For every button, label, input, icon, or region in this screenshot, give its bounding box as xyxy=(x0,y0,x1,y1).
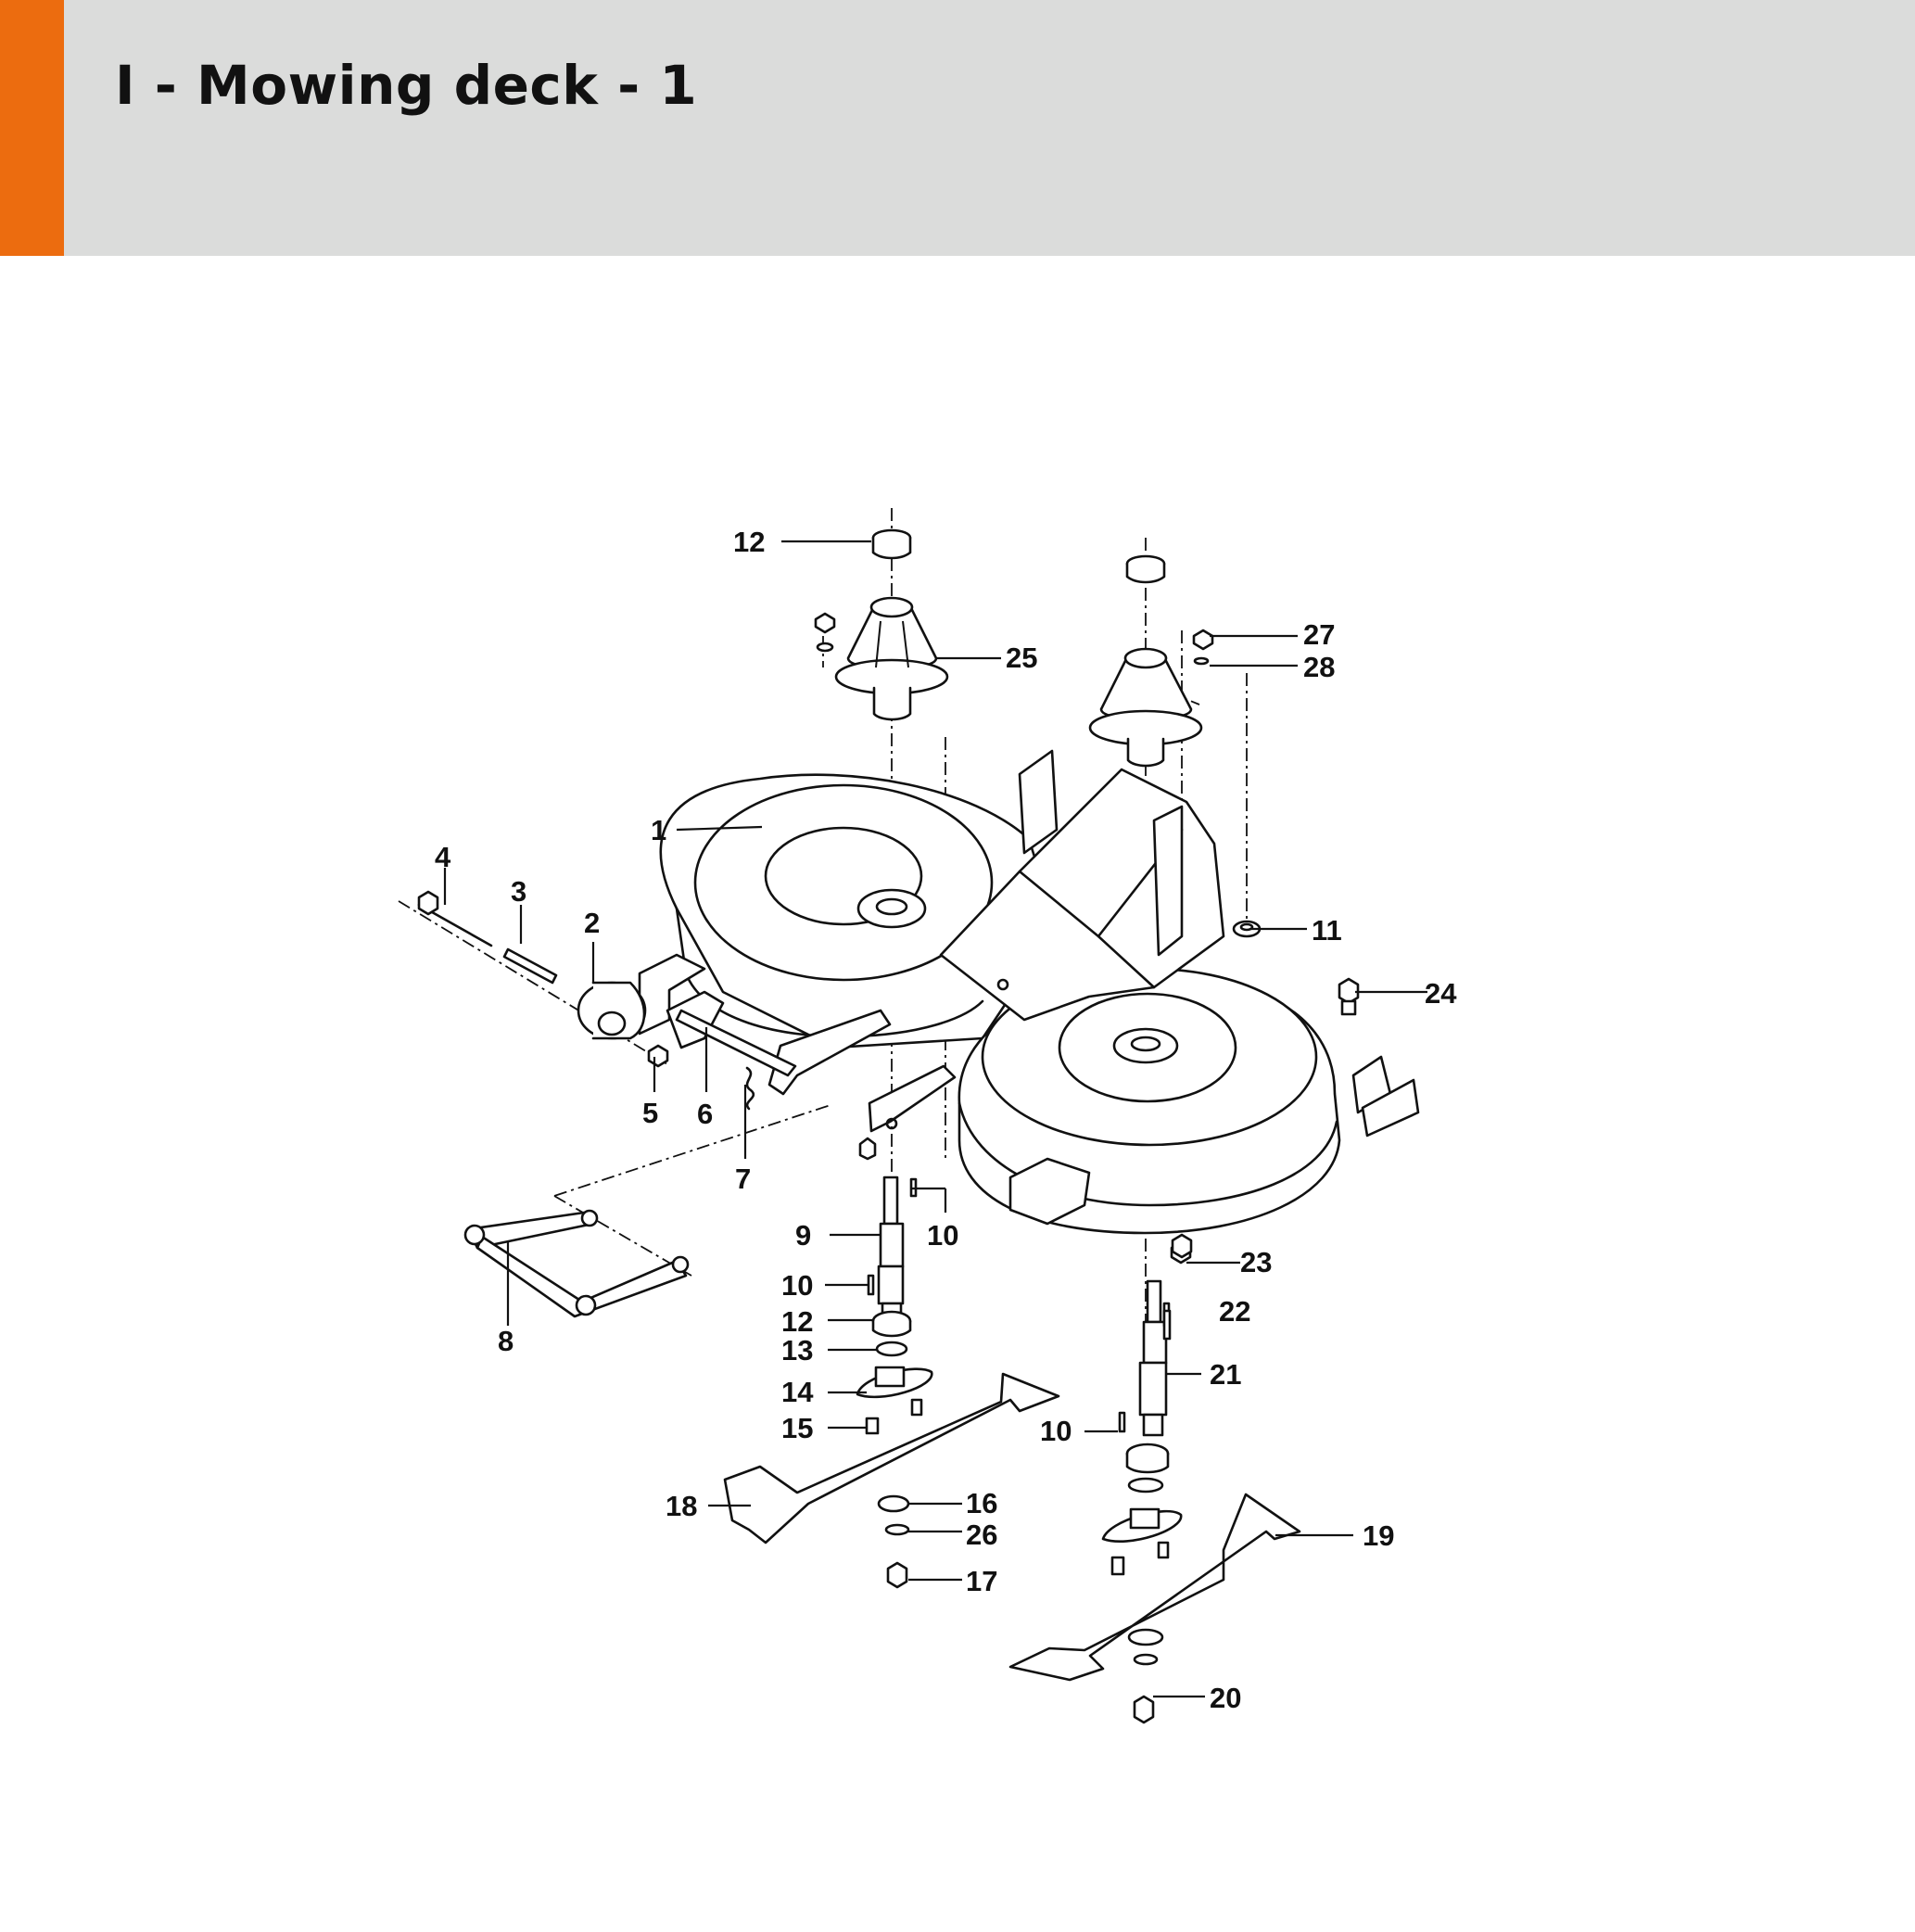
spindle-housing-left xyxy=(834,528,949,721)
leader-lines xyxy=(443,540,1427,1698)
page-title: I - Mowing deck - 1 xyxy=(115,54,698,117)
misc-parts xyxy=(1162,920,1360,1341)
callout-22: 22 xyxy=(1219,1295,1250,1328)
hair-pin-clip xyxy=(745,1066,755,1111)
callout-24: 24 xyxy=(1425,977,1457,1010)
callout-19: 19 xyxy=(1363,1519,1394,1552)
callout-11: 11 xyxy=(1312,914,1342,947)
callout-labels: 12 25 27 28 1 4 3 2 11 24 5 6 7 9 10 23 … xyxy=(435,526,1457,1714)
callout-3: 3 xyxy=(511,875,526,908)
callout-26: 26 xyxy=(966,1519,997,1551)
callout-4: 4 xyxy=(435,841,451,873)
callout-6: 6 xyxy=(697,1098,713,1130)
callout-28: 28 xyxy=(1303,651,1335,683)
callout-20: 20 xyxy=(1210,1682,1241,1714)
right-spindle-stack xyxy=(1008,1240,1301,1724)
header-band: I - Mowing deck - 1 xyxy=(0,0,1915,256)
callout-27: 27 xyxy=(1303,618,1335,651)
mowing-deck-housing xyxy=(638,749,1420,1235)
callout-10: 10 xyxy=(781,1269,813,1302)
callout-10: 10 xyxy=(1040,1415,1072,1447)
callout-18: 18 xyxy=(666,1490,697,1522)
callout-16: 16 xyxy=(966,1487,997,1519)
callout-17: 17 xyxy=(966,1565,997,1597)
callout-7: 7 xyxy=(735,1163,751,1195)
callout-9: 9 xyxy=(795,1219,811,1252)
callout-23: 23 xyxy=(1240,1246,1272,1278)
deck-roller-assembly xyxy=(417,890,669,1068)
hanger-bracket xyxy=(463,1209,690,1318)
callout-8: 8 xyxy=(498,1325,514,1357)
callout-5: 5 xyxy=(642,1097,658,1129)
callout-1: 1 xyxy=(651,814,666,846)
callout-25: 25 xyxy=(1006,642,1037,674)
callout-14: 14 xyxy=(781,1376,814,1408)
callout-12: 12 xyxy=(733,526,765,558)
accent-bar xyxy=(0,0,64,256)
callout-13: 13 xyxy=(781,1334,813,1366)
spindle-housing-right xyxy=(1088,554,1203,768)
top-fasteners xyxy=(814,612,1214,666)
callout-10: 10 xyxy=(927,1219,958,1252)
callout-21: 21 xyxy=(1210,1358,1241,1391)
left-spindle-stack xyxy=(723,1137,1060,1589)
callout-15: 15 xyxy=(781,1412,813,1444)
callout-12: 12 xyxy=(781,1305,813,1338)
callout-2: 2 xyxy=(584,907,600,939)
